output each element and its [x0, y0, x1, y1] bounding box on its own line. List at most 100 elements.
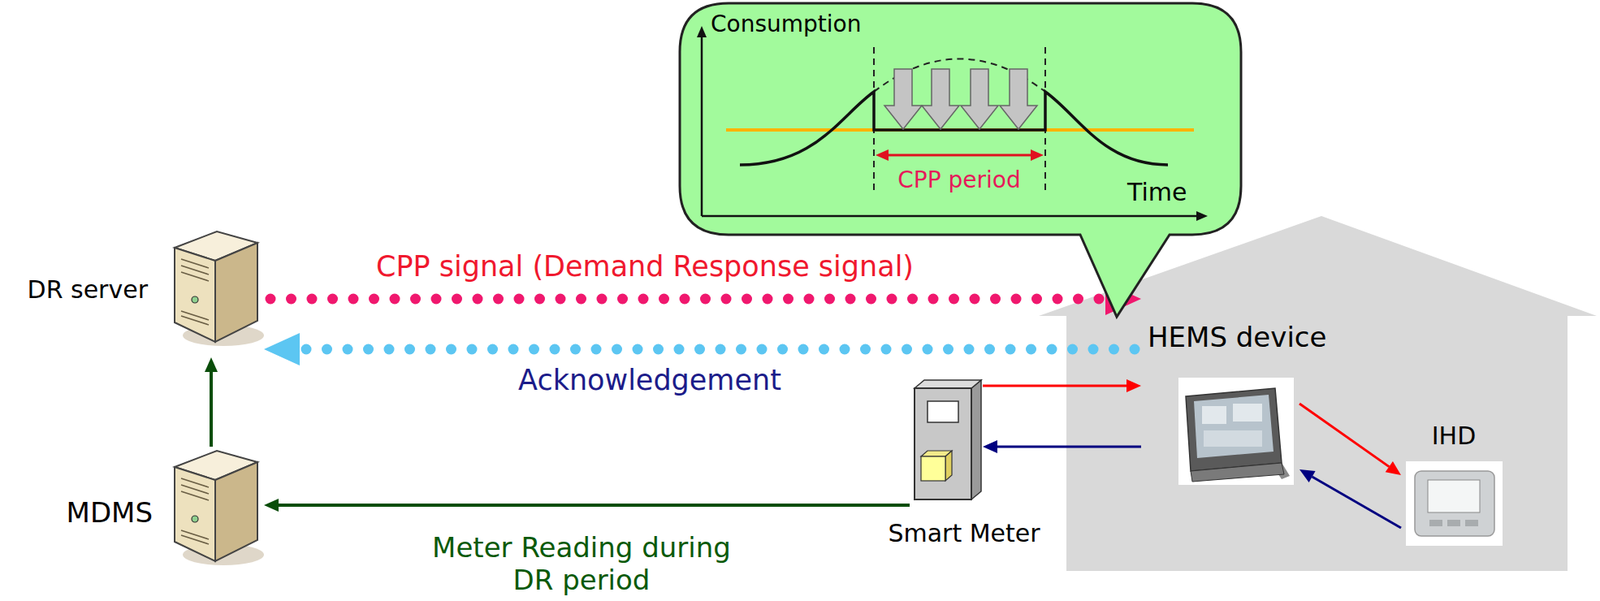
edge-label: Meter Reading during DR period	[419, 531, 744, 597]
signal-dot	[1052, 294, 1064, 305]
signal-dot	[596, 294, 608, 305]
meter-node: Smart Meter	[909, 375, 983, 512]
dr-server-icon	[174, 231, 264, 346]
signal-dot	[1072, 294, 1084, 305]
reduction-arrow	[999, 69, 1038, 130]
edge-label: Acknowledgement	[518, 363, 782, 397]
signal-dot	[922, 344, 934, 355]
signal-dot	[384, 344, 395, 355]
signal-dot	[638, 294, 649, 305]
screen-panel	[1232, 403, 1263, 422]
signal-dot	[881, 344, 892, 355]
axis-label: Consumption	[710, 11, 861, 38]
arrowhead	[263, 332, 300, 366]
signal-dot	[694, 344, 705, 355]
node-label: HEMS device	[1147, 321, 1327, 354]
arrowhead	[204, 357, 218, 372]
signal-dot	[570, 344, 581, 355]
signal-dot	[492, 294, 504, 305]
signal-dot	[472, 294, 484, 305]
signal-dot	[865, 294, 877, 305]
node-label: DR server	[27, 276, 148, 305]
signal-dot	[534, 294, 545, 305]
signal-dot	[1046, 344, 1058, 355]
connector-line	[278, 503, 910, 507]
connector-line	[1312, 476, 1402, 528]
arrowhead	[982, 440, 998, 454]
node-label: Smart Meter	[887, 519, 1040, 549]
signal-dot	[860, 344, 871, 355]
ihd-image	[1405, 461, 1503, 546]
signal-dot	[1094, 294, 1105, 305]
signal-dot	[700, 294, 711, 305]
arrowhead	[1126, 379, 1142, 393]
signal-dot	[1088, 344, 1099, 355]
meter-top	[914, 380, 982, 389]
signal-dot	[1108, 344, 1120, 355]
period-arrowhead	[875, 149, 889, 161]
signal-dot	[818, 344, 830, 355]
period-arrowhead	[1030, 149, 1044, 161]
meter-side	[971, 380, 982, 500]
photo-ground	[1178, 377, 1294, 485]
signal-dot	[928, 294, 939, 305]
signal-dot	[445, 344, 457, 355]
chart-axis	[701, 34, 1198, 217]
signal-dot	[1005, 344, 1017, 355]
signal-dot	[508, 344, 519, 355]
load-curve	[739, 91, 1168, 165]
signal-dot	[942, 344, 954, 355]
node-label: MDMS	[66, 497, 153, 529]
signal-dot	[964, 344, 975, 355]
cube-side	[945, 450, 952, 481]
signal-dot	[824, 294, 835, 305]
signal-dot	[782, 294, 794, 305]
device-screen	[1193, 394, 1274, 459]
connector	[982, 379, 1142, 393]
reduction-arrow	[884, 69, 922, 130]
signal-dot	[839, 344, 851, 355]
speech-bubble: ConsumptionCPP periodTime	[678, 1, 1243, 237]
arrowhead	[1385, 461, 1402, 476]
device-base	[1190, 462, 1285, 482]
connector	[982, 440, 1142, 454]
signal-dot	[327, 294, 338, 305]
signal-dot	[301, 344, 312, 355]
device-body	[1185, 388, 1282, 472]
signal-dot	[285, 294, 297, 305]
signal-dot	[901, 344, 913, 355]
signal-dot	[431, 294, 442, 305]
signal-dot	[528, 344, 540, 355]
signal-dot	[777, 344, 788, 355]
connector	[1299, 469, 1402, 528]
period-label: CPP period	[897, 167, 1021, 194]
period-boundary	[873, 47, 1046, 195]
signal-dot	[265, 294, 277, 305]
signal-dot	[555, 294, 567, 305]
ihd-body	[1414, 471, 1495, 537]
ihd-screen	[1427, 480, 1480, 513]
edge-label: CPP signal (Demand Response signal)	[376, 250, 914, 283]
signal-dot	[487, 344, 498, 355]
signal-dot	[804, 294, 815, 305]
signal-dot	[762, 294, 774, 305]
connector-line	[997, 445, 1142, 449]
signal-dot	[342, 344, 354, 355]
reduction-arrow	[960, 69, 999, 130]
axis-arrow	[696, 25, 707, 38]
signal-dot	[591, 344, 602, 355]
axis-arrow	[1196, 211, 1208, 221]
ihd-button	[1429, 519, 1443, 527]
signal-dot	[611, 344, 623, 355]
signal-dot	[756, 344, 768, 355]
signal-dot	[363, 344, 374, 355]
signal-dot	[969, 294, 981, 305]
signal-dot	[990, 294, 1001, 305]
meter-window	[927, 401, 959, 423]
server-node: MDMS	[166, 446, 264, 569]
screen-panel	[1202, 406, 1227, 424]
device-node: HEMS device	[1141, 292, 1300, 488]
signal-dot	[1067, 344, 1078, 355]
connector-line	[1299, 403, 1389, 468]
